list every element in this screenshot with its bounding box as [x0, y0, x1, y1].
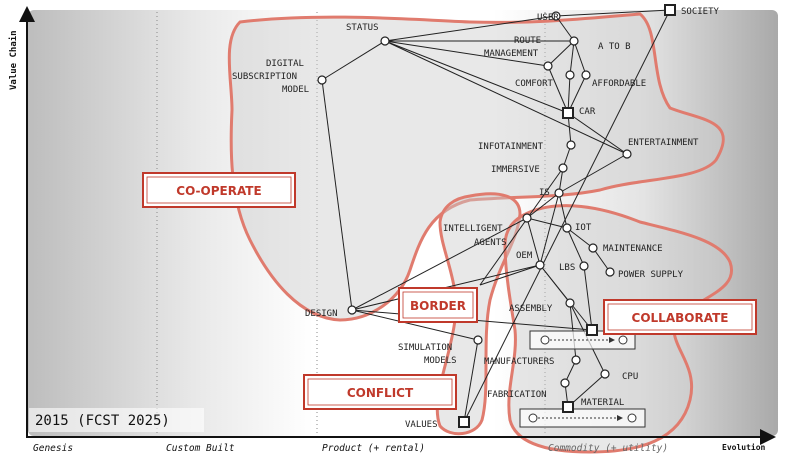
label-iot: IOT — [575, 223, 592, 233]
label-maintenance: MAINTENANCE — [603, 244, 663, 254]
stage-product: Product (+ rental) — [322, 443, 425, 454]
stage-custom-built: Custom Built — [166, 443, 235, 454]
node-values[interactable] — [458, 416, 470, 428]
label-car: CAR — [579, 107, 596, 117]
label-immersive: IMMERSIVE — [491, 165, 540, 175]
label-oem: OEM — [516, 251, 533, 261]
node-immersive[interactable] — [558, 163, 568, 173]
x-axis-label: Evolution — [722, 442, 766, 452]
node-collaborate-anchor[interactable] — [586, 324, 598, 336]
label-design: DESIGN — [305, 309, 338, 319]
node-status[interactable] — [380, 36, 390, 46]
node-comfort[interactable] — [565, 70, 575, 80]
node-power-supply[interactable] — [605, 267, 615, 277]
node-assembly[interactable] — [565, 298, 575, 308]
node-lbs[interactable] — [579, 261, 589, 271]
label-lbs: LBS — [559, 263, 575, 273]
label-collaborate: COLLABORATE — [632, 311, 729, 325]
node-fabrication[interactable] — [560, 378, 570, 388]
node-society[interactable] — [664, 4, 676, 16]
nodes — [317, 4, 676, 428]
conflict-region — [435, 192, 522, 436]
node-infotainment[interactable] — [566, 140, 576, 150]
node-iot[interactable] — [562, 223, 572, 233]
node-design[interactable] — [347, 305, 357, 315]
stage-commodity: Commodity (+ utility) — [548, 443, 668, 454]
label-values: VALUES — [405, 420, 438, 430]
label-cpu: CPU — [622, 372, 638, 382]
label-digital-1: DIGITAL — [266, 59, 304, 69]
edges — [321, 9, 671, 423]
region-boxes: CO-OPERATE BORDER COLLABORATE CONFLICT — [142, 172, 757, 410]
stage-genesis: Genesis — [33, 443, 73, 454]
label-cooperate: CO-OPERATE — [176, 184, 261, 198]
label-fabrication: FABRICATION — [487, 390, 547, 400]
label-is: IS — [539, 188, 550, 198]
node-oem[interactable] — [535, 260, 545, 270]
node-entertainment[interactable] — [622, 149, 632, 159]
y-axis-label: Value Chain — [8, 30, 19, 90]
node-affordable[interactable] — [581, 70, 591, 80]
evolution-indicators — [519, 330, 646, 428]
label-status: STATUS — [346, 23, 379, 33]
cooperate-region — [227, 12, 725, 322]
label-power-supply: POWER SUPPLY — [618, 270, 684, 280]
label-simulation-1: SIMULATION — [398, 343, 452, 353]
label-manufacturers: MANUFACTURERS — [484, 357, 554, 367]
label-affordable: AFFORDABLE — [592, 79, 646, 89]
label-a-to-b: A TO B — [598, 42, 631, 52]
node-digital-subscription[interactable] — [317, 75, 327, 85]
label-simulation-2: MODELS — [424, 356, 457, 366]
label-route-1: ROUTE — [514, 36, 541, 46]
label-intelligent-2: AGENTS — [474, 238, 507, 248]
label-digital-2: SUBSCRIPTION — [232, 72, 297, 82]
node-manufacturers[interactable] — [571, 355, 581, 365]
node-cpu[interactable] — [600, 369, 610, 379]
label-entertainment: ENTERTAINMENT — [628, 138, 699, 148]
label-digital-3: MODEL — [282, 85, 309, 95]
node-material[interactable] — [562, 401, 574, 413]
label-conflict: CONFLICT — [347, 386, 414, 400]
year-box — [29, 408, 204, 432]
node-maintenance[interactable] — [588, 243, 598, 253]
label-border: BORDER — [410, 299, 466, 313]
label-user: USER — [537, 13, 559, 23]
node-user[interactable] — [551, 11, 561, 21]
label-comfort: COMFORT — [515, 79, 554, 89]
node-intelligent-agents[interactable] — [522, 213, 532, 223]
node-labels: USER SOCIETY STATUS DIGITAL SUBSCRIPTION… — [232, 7, 720, 430]
node-route-management[interactable] — [543, 61, 553, 71]
regions — [227, 12, 734, 454]
label-route-2: MANAGEMENT — [484, 49, 539, 59]
label-infotainment: INFOTAINMENT — [478, 142, 544, 152]
label-society: SOCIETY — [681, 7, 720, 17]
node-car[interactable] — [562, 107, 574, 119]
label-material: MATERIAL — [581, 398, 624, 408]
year-label: 2015 (FCST 2025) — [35, 413, 170, 429]
node-is[interactable] — [554, 188, 564, 198]
label-assembly: ASSEMBLY — [509, 304, 553, 314]
label-intelligent-1: INTELLIGENT — [443, 224, 503, 234]
node-simulation-models[interactable] — [473, 335, 483, 345]
node-a-to-b[interactable] — [569, 36, 579, 46]
